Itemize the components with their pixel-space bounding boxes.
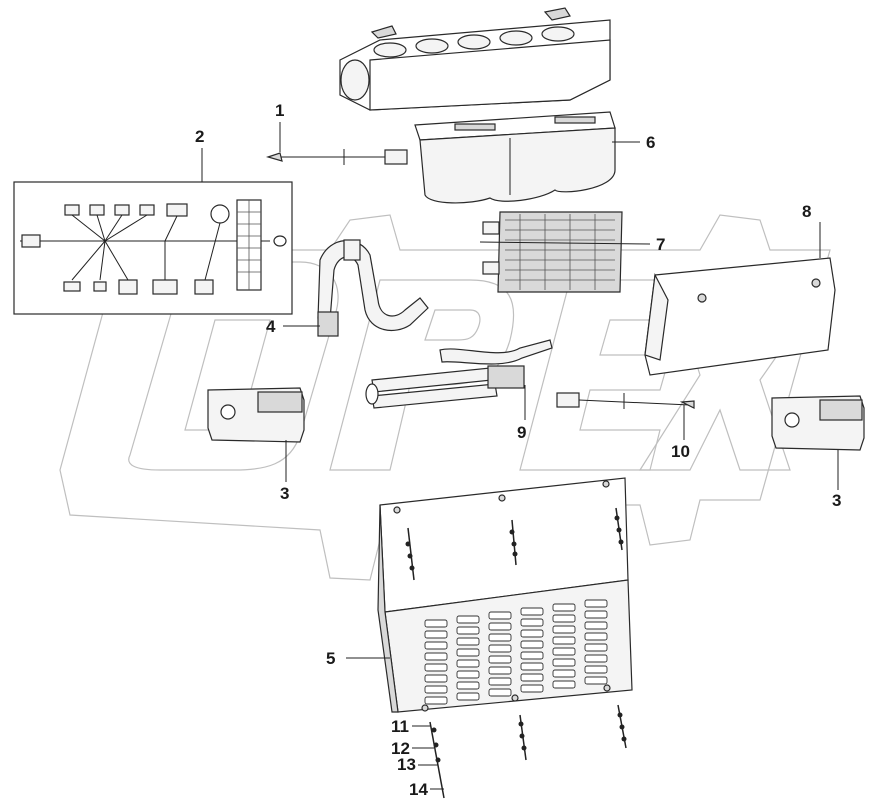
grille-slot [520,662,544,671]
grille-slot [520,618,544,627]
grille-slot [424,630,448,639]
grille-slot [488,688,512,697]
grille-slot [584,621,608,630]
callout-4: 4 [266,317,276,336]
wiring-harness-box [13,181,293,315]
grille-slot [488,611,512,620]
callout-14: 14 [409,780,428,799]
grille-slot [424,619,448,628]
grille-slot [584,643,608,652]
callout-3-right: 3 [832,491,842,510]
grille-slot [552,603,576,612]
grille-slot [456,692,480,701]
grille-slot [584,676,608,685]
water-valve-pipes [365,339,553,409]
callout-9: 9 [517,423,527,442]
blower-unit [414,111,616,204]
grille-slot [488,666,512,675]
grille-slot [488,655,512,664]
heater-core [482,211,623,293]
callout-3-left: 3 [280,484,290,503]
grille-slot [552,625,576,634]
temperature-sensor-wire [265,149,408,165]
actuator-left [207,387,305,443]
front-grille-panel [377,477,633,713]
grille-slot [520,684,544,693]
grille-slot [488,677,512,686]
callout-6: 6 [646,133,656,152]
grille-slot [520,607,544,616]
grille-slot [552,636,576,645]
fastener-stacks [405,507,627,799]
grille-slot [488,644,512,653]
callout-8: 8 [802,202,812,221]
grille-slot [584,610,608,619]
grille-slot [424,641,448,650]
grille-slot [552,680,576,689]
grille-slot [424,652,448,661]
callout-1: 1 [275,101,285,120]
callout-12: 12 [391,739,410,758]
callout-7: 7 [656,235,666,254]
water-hose-assembly [317,239,429,337]
grille-slot [424,674,448,683]
grille-slot [552,658,576,667]
grille-slot [456,681,480,690]
grille-slot [488,633,512,642]
grille-slot [520,629,544,638]
actuator-right [771,395,865,451]
callout-13: 13 [397,755,416,774]
grille-slot [552,614,576,623]
grille-slot [520,640,544,649]
grille-slot [456,648,480,657]
grille-slot [552,647,576,656]
sensor-wire-10 [556,392,695,409]
grille-slot [584,599,608,608]
grille-slot [424,696,448,705]
grille-slot [552,669,576,678]
grille-slot [424,685,448,694]
grille-slot [584,665,608,674]
grille-slot [456,626,480,635]
grille-slot [456,637,480,646]
grille-slot [456,670,480,679]
grille-slot [584,654,608,663]
grille-slot [456,615,480,624]
callout-2: 2 [195,127,205,146]
grille-slot [488,622,512,631]
grille-slots [424,599,608,705]
grille-slot [520,651,544,660]
callout-11: 11 [391,717,409,736]
callout-10: 10 [671,442,690,461]
grille-slot [456,659,480,668]
air-duct-housing [339,7,611,111]
grille-slot [424,663,448,672]
side-cover-panel [644,257,836,376]
leader-lines [201,122,839,790]
callout-5: 5 [326,649,336,668]
grille-slot [584,632,608,641]
grille-slot [520,673,544,682]
